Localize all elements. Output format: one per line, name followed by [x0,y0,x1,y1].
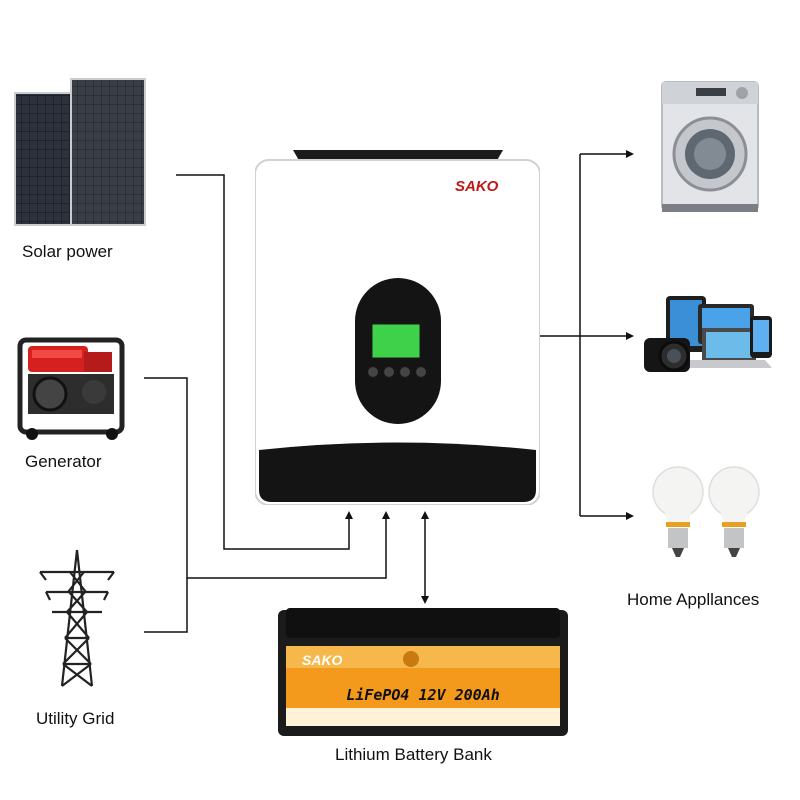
light-bulbs-icon [648,462,763,562]
generator-icon [10,330,132,442]
home-appliances-label: Home Appllances [627,590,760,609]
solar-power-label: Solar power [22,242,113,261]
hybrid-inverter-icon: SAKO [255,150,540,505]
solar-connection-line [176,174,353,550]
utility-grid-label: Utility Grid [36,709,115,728]
electronics-devices-icon [640,290,775,380]
inverter-brand-logo: SAKO [455,178,499,195]
washing-machine-icon [660,80,760,215]
transmission-tower-icon [32,548,122,688]
battery-model-text: LiFePO4 12V 200Ah [346,686,500,704]
battery-bank-label: Lithium Battery Bank [335,745,492,764]
generator-label: Generator [25,452,102,471]
solar-panel-icon [14,78,149,228]
grid-connection-line [144,578,188,633]
battery-brand-logo: SAKO [302,652,343,668]
lithium-battery-icon: SAKO LiFePO4 12V 200Ah [278,608,568,738]
